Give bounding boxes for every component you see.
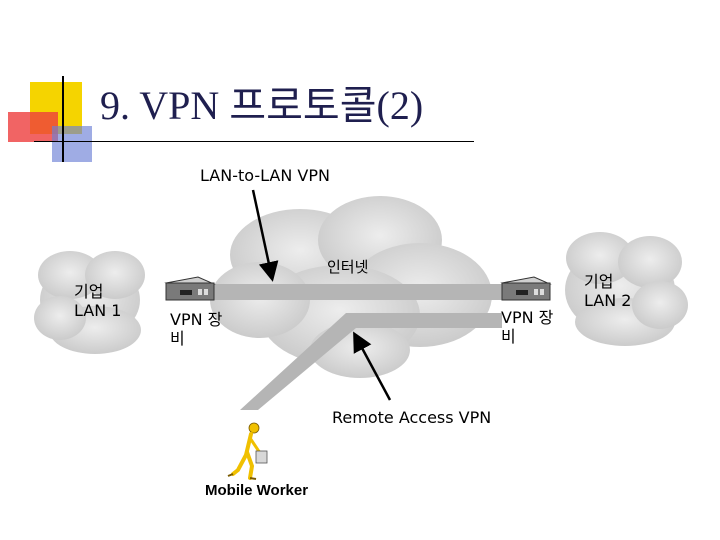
vpn-device-right-icon (500, 276, 552, 301)
vpn-device-right-label: VPN 장 비 (501, 308, 554, 347)
lan2-label: 기업 LAN 2 (584, 272, 632, 311)
lan-to-lan-vpn-label: LAN-to-LAN VPN (200, 166, 330, 185)
internet-label: 인터넷 (327, 258, 369, 276)
mobile-worker-label: Mobile Worker (205, 482, 309, 499)
lan-to-lan-arrow-icon (251, 189, 279, 282)
remote-access-tunnel (240, 313, 502, 410)
deco-horizontal-line (34, 141, 474, 142)
lan1-label: 기업 LAN 1 (74, 282, 122, 321)
lan1-cloud-icon (34, 251, 145, 354)
lan2-cloud-icon (565, 232, 688, 346)
vpn-device-left-label: VPN 장 비 (170, 310, 223, 349)
mobile-worker-icon (227, 422, 268, 480)
deco-blue-square (52, 126, 92, 162)
remote-access-vpn-label: Remote Access VPN (332, 408, 492, 427)
vpn-device-left-icon (164, 276, 216, 301)
lan-to-lan-tunnel (212, 284, 502, 300)
deco-vertical-line (62, 76, 64, 162)
remote-access-arrow-icon (353, 331, 392, 401)
deco-red-square (8, 112, 58, 142)
slide-title: 9. VPN 프로토콜(2) (100, 83, 424, 128)
